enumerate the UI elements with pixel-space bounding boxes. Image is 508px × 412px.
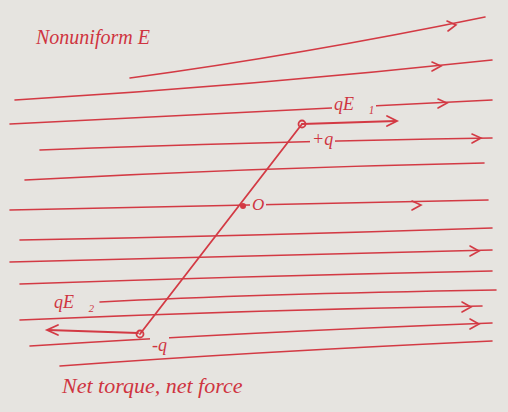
charge-label: -q (150, 336, 169, 356)
dipole-axis (140, 124, 302, 334)
field-label: Nonuniform E⃗ (34, 26, 167, 48)
force-arrow (48, 330, 138, 333)
field-arrowhead (462, 302, 471, 312)
force-arrowhead (387, 116, 397, 126)
field-line (40, 138, 492, 150)
note: Net torque, net force (60, 374, 244, 398)
field-arrowhead (432, 62, 441, 71)
force-arrowhead (47, 325, 58, 335)
field-line (60, 341, 492, 366)
center-dot (240, 203, 246, 209)
force-label: qE⃗₂ (52, 293, 96, 313)
field-line (30, 323, 492, 346)
charge-dot (137, 331, 144, 338)
field-arrowhead (472, 134, 481, 143)
field-line (20, 228, 492, 240)
field-arrowhead (412, 201, 421, 210)
field-line (130, 17, 485, 78)
field-arrowhead (438, 99, 447, 108)
force-arrow (302, 121, 396, 124)
field-line (20, 271, 492, 284)
charge-dot (299, 121, 306, 128)
field-line (15, 60, 492, 100)
field-arrowhead (470, 319, 479, 329)
field-line (25, 163, 484, 180)
field-arrowhead (447, 21, 456, 31)
charge-label: +q (310, 130, 335, 150)
field-line (10, 200, 488, 210)
field-line (100, 290, 496, 302)
field-line (10, 250, 492, 262)
field-arrowhead (470, 246, 479, 256)
field-line (10, 100, 492, 124)
force-label: qE⃗₁ (332, 95, 376, 115)
center-label: O (250, 196, 266, 215)
